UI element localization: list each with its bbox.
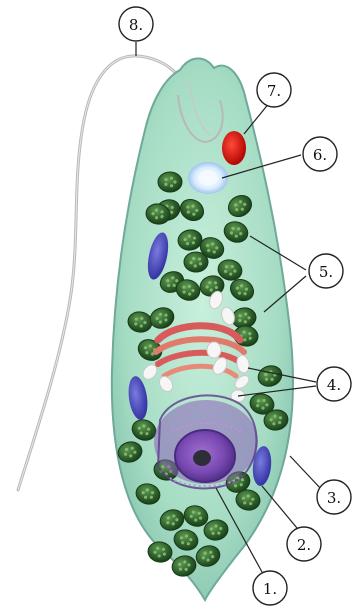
label-3: 3. xyxy=(317,480,351,514)
chloroplast xyxy=(184,252,208,272)
label-2-text: 2. xyxy=(297,536,311,554)
eyespot xyxy=(222,131,246,165)
label-5: 5. xyxy=(309,254,343,288)
label-1-text: 1. xyxy=(263,580,277,598)
label-1: 1. xyxy=(253,571,287,605)
label-7-text: 7. xyxy=(267,82,281,100)
label-8-text: 8. xyxy=(129,16,143,34)
label-8: 8. xyxy=(119,7,153,41)
label-7: 7. xyxy=(257,73,291,107)
label-5-text: 5. xyxy=(319,263,333,281)
label-4: 4. xyxy=(317,367,351,401)
label-6-text: 6. xyxy=(313,146,327,164)
label-4-text: 4. xyxy=(327,376,341,394)
label-3-text: 3. xyxy=(327,489,341,507)
label-6: 6. xyxy=(303,137,337,171)
label-2: 2. xyxy=(287,527,321,561)
chloroplast xyxy=(158,172,182,192)
